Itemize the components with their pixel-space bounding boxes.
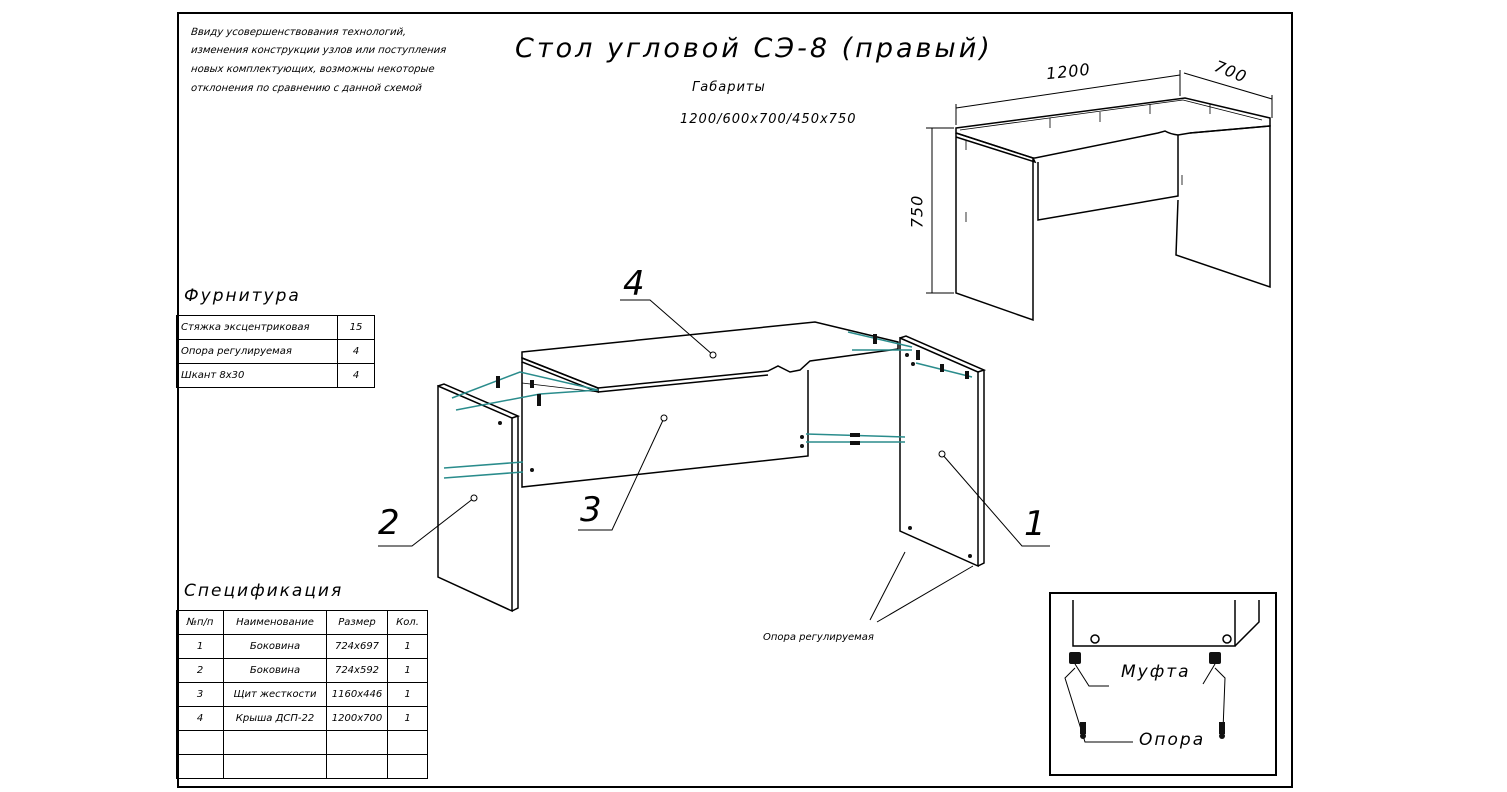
furnitura-qty: 4 (337, 363, 375, 388)
spec-header-name: Наименование (223, 610, 327, 635)
furnitura-qty: 4 (337, 339, 375, 364)
part-top (521, 321, 899, 394)
spec-size (326, 754, 388, 779)
table-row: 1 Боковина 724х697 1 (176, 634, 428, 659)
part-number-1: 1 (1024, 504, 1046, 544)
spec-header-n: №п/п (176, 610, 224, 635)
furnitura-table: Стяжка эксцентриковая 15 Опора регулируе… (176, 315, 375, 388)
inset-drawing (1064, 600, 1260, 743)
spec-qty: 1 (387, 658, 428, 683)
part-right-side (899, 335, 987, 568)
part-left-side (437, 383, 521, 613)
table-row (176, 754, 428, 779)
furnitura-name: Опора регулируемая (176, 339, 338, 364)
opora-label: Опора (1139, 730, 1206, 750)
hardware-lines (443, 331, 973, 479)
mufta-label: Муфта (1121, 662, 1191, 682)
spec-table: №п/п Наименование Размер Кол. 1 Боковина… (176, 610, 428, 779)
spec-size: 724х697 (326, 634, 388, 659)
drawing-title: Стол угловой СЭ-8 (правый) (515, 33, 993, 64)
table-row: 2 Боковина 724х592 1 (176, 658, 428, 683)
gabarity-value: 1200/600х700/450х750 (680, 112, 857, 127)
furnitura-name: Шкант 8х30 (176, 363, 338, 388)
part-number-3: 3 (580, 490, 602, 530)
table-row (176, 730, 428, 755)
callout-leaders (378, 299, 1050, 623)
drawing-frame (177, 12, 1293, 788)
gabarity-label: Габариты (692, 80, 766, 95)
assembled-table-view (926, 70, 1273, 322)
inset-detail: Муфта Опора (1049, 592, 1277, 776)
support-label: Опора регулируемая (763, 632, 874, 643)
hardware-pins (496, 334, 972, 558)
table-header-row: №п/п Наименование Размер Кол. (176, 610, 428, 635)
part-number-2: 2 (378, 503, 400, 543)
table-row: Опора регулируемая 4 (176, 339, 375, 364)
spec-heading: Спецификация (184, 581, 344, 601)
furnitura-heading: Фурнитура (184, 286, 301, 306)
spec-header-size: Размер (326, 610, 388, 635)
table-row: Шкант 8х30 4 (176, 363, 375, 388)
spec-qty: 1 (387, 682, 428, 707)
spec-n (176, 754, 224, 779)
spec-size: 1160х446 (326, 682, 388, 707)
part-number-4: 4 (623, 264, 645, 304)
spec-qty (387, 754, 428, 779)
